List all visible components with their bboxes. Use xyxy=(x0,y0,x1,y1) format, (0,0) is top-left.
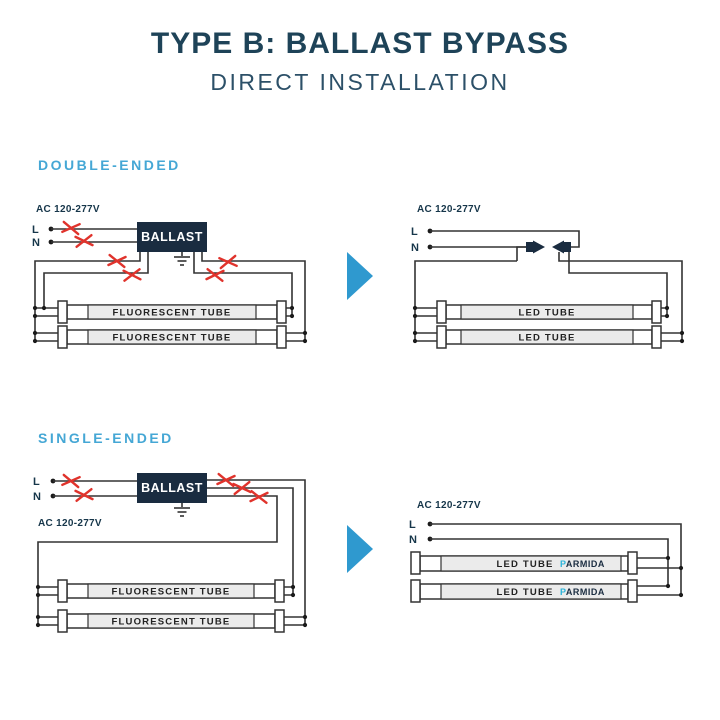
ballast-output-wires xyxy=(37,479,306,625)
line-label: L xyxy=(411,226,418,238)
tube-label: FLUORESCENT TUBE xyxy=(113,333,232,344)
ac-voltage-label: AC 120-277V xyxy=(36,204,100,215)
fluorescent-tube-1: FLUORESCENT TUBE xyxy=(38,579,293,603)
tube-label: FLUORESCENT TUBE xyxy=(113,308,232,319)
line-label: L xyxy=(33,476,40,488)
brand-logo: PARMIDA xyxy=(560,587,605,597)
junction-dots xyxy=(412,305,685,344)
led-tube-1: LED TUBE PARMIDA xyxy=(410,551,681,575)
line-label: L xyxy=(32,224,39,236)
ac-voltage-label: AC 120-277V xyxy=(417,204,481,215)
ac-voltage-label: AC 120-277V xyxy=(417,500,481,511)
led-tube-2: LED TUBE xyxy=(415,325,682,349)
tube-label: FLUORESCENT TUBE xyxy=(112,617,231,628)
page-title: TYPE B: BALLAST BYPASS xyxy=(150,27,570,60)
led-tube-1: LED TUBE xyxy=(415,300,667,324)
ballast-label: BALLAST xyxy=(141,481,203,495)
ac-voltage-label: AC 120-277V xyxy=(38,518,102,529)
page-subtitle: DIRECT INSTALLATION xyxy=(210,69,510,95)
supply-wires xyxy=(50,478,137,499)
tube-label: LED TUBE xyxy=(496,587,553,598)
ballast-box: BALLAST xyxy=(137,473,207,503)
section-heading-single-ended: SINGLE-ENDED xyxy=(38,430,174,446)
fluorescent-tube-2: FLUORESCENT TUBE xyxy=(38,609,305,633)
fluorescent-tube-2: FLUORESCENT TUBE xyxy=(35,325,305,349)
tube-label: LED TUBE xyxy=(518,308,575,319)
line-label: L xyxy=(409,519,416,531)
neutral-label: N xyxy=(411,242,419,254)
ground-icon xyxy=(174,252,190,266)
neutral-label: N xyxy=(32,237,40,249)
ground-icon xyxy=(174,503,190,517)
right-arrow-icon xyxy=(347,525,373,573)
diagram-double-ended-before: AC 120-277V L N BALLAST FLUORE xyxy=(32,204,308,349)
section-heading-double-ended: DOUBLE-ENDED xyxy=(38,157,181,173)
wire-connectors xyxy=(526,240,571,254)
neutral-label: N xyxy=(409,534,417,546)
junction-dots xyxy=(32,305,308,344)
ballast-label: BALLAST xyxy=(141,230,203,244)
ballast-box: BALLAST xyxy=(137,222,207,252)
tube-label: FLUORESCENT TUBE xyxy=(112,587,231,598)
cut-x-marks xyxy=(61,472,269,505)
neutral-label: N xyxy=(33,491,41,503)
supply-wires xyxy=(414,228,683,341)
ballast-output-wires xyxy=(34,252,306,341)
led-tube-2: LED TUBE PARMIDA xyxy=(410,579,681,603)
brand-logo: PARMIDA xyxy=(560,559,605,569)
wire-connector-right-icon xyxy=(552,240,571,254)
junction-dots xyxy=(35,584,308,628)
tube-label: LED TUBE xyxy=(518,333,575,344)
right-arrow-icon xyxy=(347,252,373,300)
tube-label: LED TUBE xyxy=(496,559,553,570)
junction-dots xyxy=(665,555,684,598)
fluorescent-tube-1: FLUORESCENT TUBE xyxy=(35,300,292,324)
supply-wires xyxy=(427,521,682,595)
diagram-single-ended-before: L N AC 120-277V BALLAST FLUORESCENT TUBE xyxy=(33,472,308,633)
diagram-single-ended-after: AC 120-277V L N LED TUBE PARMIDA LED TUB… xyxy=(409,500,684,603)
diagram-double-ended-after: AC 120-277V L N LED TUBE L xyxy=(411,204,685,349)
wire-connector-left-icon xyxy=(526,240,545,254)
cut-x-marks xyxy=(61,220,238,283)
supply-wires xyxy=(48,226,137,245)
